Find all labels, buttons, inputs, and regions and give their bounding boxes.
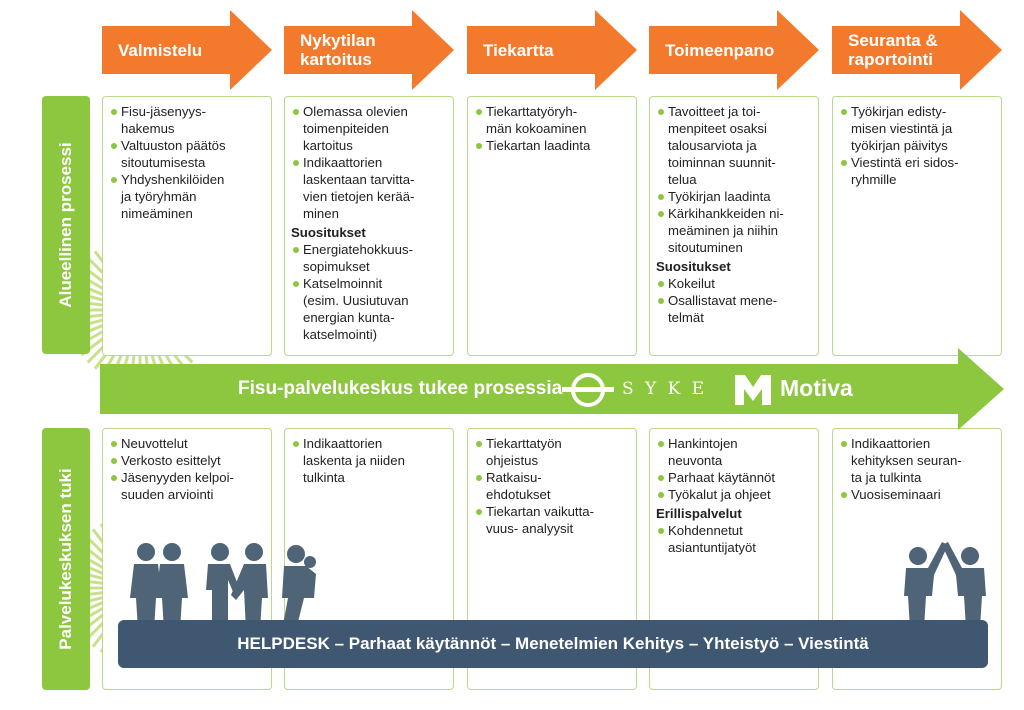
list-item: Tiekarttatyöryh- män kokoaminen <box>474 103 630 137</box>
list-item: Neuvottelut <box>109 435 265 452</box>
list-item: Osallistavat mene- telmät <box>656 292 812 326</box>
list-item: Olemassa olevien toimenpiteiden kartoitu… <box>291 103 447 154</box>
list-item: Indikaattorien laskenta ja niiden tulkin… <box>291 435 447 486</box>
regional-box-5: Työkirjan edisty- misen viestintä ja työ… <box>832 96 1002 356</box>
list-item: Parhaat käytännöt <box>656 469 812 486</box>
side-label-service-center-support: Palvelukeskuksen tuki <box>56 468 75 650</box>
list-item: Hankintojen neuvonta <box>656 435 812 469</box>
support-arrow <box>100 348 1004 430</box>
side-label-regional-process: Alueellinen prosessi <box>56 142 75 308</box>
people-high-five-icon <box>904 542 986 628</box>
sub-heading: Erillispalvelut <box>656 506 742 521</box>
list-item: Fisu-jäsenyys- hakemus <box>109 103 265 137</box>
list-item: Valtuuston päätös sitoutumisesta <box>109 137 265 171</box>
list-item: Viestintä eri sidos- ryhmille <box>839 154 995 188</box>
regional-box-2: Olemassa olevien toimenpiteiden kartoitu… <box>284 96 454 356</box>
list-item: Työkalut ja ohjeet <box>656 486 812 503</box>
helpdesk-label: HELPDESK – Parhaat käytännöt – Menetelmi… <box>237 634 869 653</box>
list-item: Ratkaisu- ehdotukset <box>474 469 630 503</box>
list-item: Katselmoinnit (esim. Uusiutuvan energian… <box>291 275 447 343</box>
list-item: Kokeilut <box>656 275 812 292</box>
list-item: Tiekartan vaikutta- vuus- analyysit <box>474 503 630 537</box>
motiva-logo-text: Motiva <box>780 375 853 401</box>
list-item: Indikaattorien laskentaan tarvitta- vien… <box>291 154 447 222</box>
phase-label: Seuranta & raportointi <box>848 31 938 69</box>
syke-logo-text: S Y K E <box>622 379 708 399</box>
phase-label: Toimeenpano <box>665 40 775 60</box>
list-item: Indikaattorien kehityksen seuran- ta ja … <box>839 435 995 486</box>
list-item: Yhdyshenkilöiden ja työryhmän nimeäminen <box>109 171 265 222</box>
list-item: Kärkihankkeiden ni- meäminen ja niihin s… <box>656 205 812 256</box>
motiva-logo-icon <box>735 375 771 405</box>
list-item: Vuosiseminaari <box>839 486 995 503</box>
side-bar-regional-process: Alueellinen prosessi <box>42 96 90 354</box>
phase-label: Nykytilan kartoitus <box>300 31 376 69</box>
syke-logo-icon <box>562 373 614 407</box>
list-item: Energiatehokkuus- sopimukset <box>291 241 447 275</box>
list-item: Kohdennetut asiantuntijatyöt <box>656 522 812 556</box>
helpdesk-bar: HELPDESK – Parhaat käytännöt – Menetelmi… <box>118 620 988 668</box>
list-item: Työkirjan laadinta <box>656 188 812 205</box>
side-bar-service-center-support: Palvelukeskuksen tuki <box>42 428 90 690</box>
list-item: Tavoitteet ja toi- menpiteet osaksi talo… <box>656 103 812 188</box>
list-item: Tiekarttatyön ohjeistus <box>474 435 630 469</box>
list-item: Jäsenyyden kelpoi- suuden arviointi <box>109 469 265 503</box>
phase-label: Tiekartta <box>483 40 554 60</box>
support-arrow-label: Fisu-palvelukeskus tukee prosessia <box>238 378 563 399</box>
list-item: Verkosto esittelyt <box>109 452 265 469</box>
phase-label: Valmistelu <box>118 40 203 60</box>
sub-heading: Suositukset <box>656 259 731 274</box>
people-group-icon <box>130 543 316 630</box>
regional-box-4: Tavoitteet ja toi- menpiteet osaksi talo… <box>649 96 819 356</box>
sub-heading: Suositukset <box>291 225 366 240</box>
list-item: Tiekartan laadinta <box>474 137 630 154</box>
list-item: Työkirjan edisty- misen viestintä ja työ… <box>839 103 995 154</box>
